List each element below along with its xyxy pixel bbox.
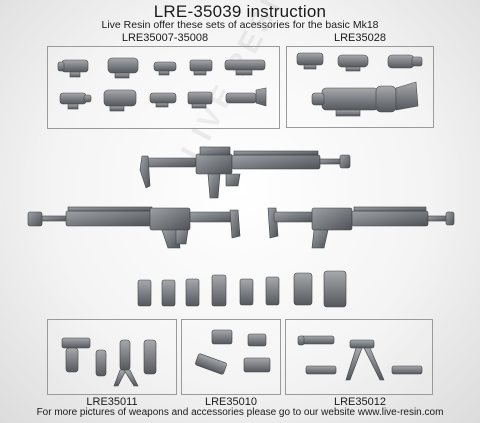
page-subtitle: Live Resin offer these sets of acessorie…	[101, 19, 379, 31]
magazine-6	[265, 276, 280, 306]
magazine-5	[239, 278, 254, 306]
grip-items	[61, 337, 157, 387]
sight-items-row-2	[59, 87, 267, 112]
footer-note: For more pictures of weapons and accesso…	[36, 407, 444, 418]
laser-items	[195, 329, 271, 375]
sight-b-icon-3	[387, 54, 423, 69]
thermal-sight-icon	[311, 81, 419, 117]
sight-items-b	[296, 52, 423, 117]
panel-sights-b-label: LRE35028	[334, 32, 386, 44]
sight-icon-10	[225, 87, 267, 107]
rifle-left-view	[27, 206, 241, 249]
sight-icon-3	[153, 61, 177, 76]
rifle-right-view	[267, 206, 455, 249]
sight-icon-5	[224, 59, 266, 76]
sight-icon-1	[57, 59, 89, 78]
magazine-3	[185, 278, 200, 307]
sight-items-row-1	[57, 57, 266, 79]
panel-grips-label: LRE35011	[86, 396, 138, 408]
sight-b-icon-2	[337, 54, 369, 72]
bipod-items	[297, 335, 423, 381]
magazine-7	[293, 272, 313, 306]
rifle-side-view	[139, 146, 351, 199]
magazine-8	[323, 270, 347, 308]
magazine-4	[211, 274, 227, 307]
sight-icon-7	[103, 89, 137, 112]
sight-b-icon-1	[296, 52, 324, 70]
magazine-1	[137, 279, 152, 307]
magazine-row	[137, 270, 347, 308]
panel-bipods-label: LRE35012	[334, 396, 386, 408]
sight-icon-6	[59, 92, 92, 110]
sight-icon-8	[149, 92, 177, 108]
panel-bipods	[285, 319, 433, 395]
sight-icon-4	[189, 59, 213, 76]
magazine-2	[161, 279, 176, 307]
page-title: LRE-35039 instruction	[153, 2, 327, 21]
sight-icon-9	[187, 91, 213, 109]
panel-lasers-label: LRE35010	[205, 396, 257, 408]
sight-icon-2	[107, 57, 139, 79]
panel-sights-a-label: LRE35007-35008	[121, 32, 209, 44]
